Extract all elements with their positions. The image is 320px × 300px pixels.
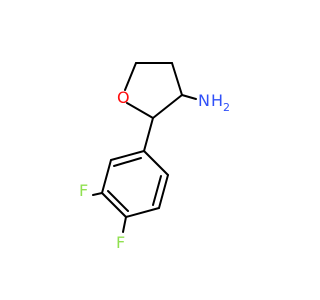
bond-aryl-5-inner bbox=[152, 175, 162, 206]
bond-aryl-4 bbox=[125, 207, 160, 218]
amine-nitrogen-label: N bbox=[198, 91, 210, 110]
bond-aryl-2 bbox=[101, 159, 112, 194]
bond-o-ch2 bbox=[124, 62, 137, 91]
bond-aryl-3-inner bbox=[107, 190, 129, 212]
bond-aryl-1-inner bbox=[113, 157, 142, 167]
bond-c-n bbox=[181, 94, 197, 100]
fluorine-atom-label-2: F bbox=[116, 233, 125, 252]
bond-aryl-1 bbox=[110, 150, 145, 161]
bond-c-f1 bbox=[92, 192, 103, 196]
bond-ch2-chn bbox=[171, 62, 183, 96]
bond-ch-o bbox=[126, 102, 154, 119]
bond-c-f2 bbox=[122, 216, 127, 233]
bond-aryl-5 bbox=[158, 174, 169, 209]
bond-chn-ch bbox=[152, 94, 183, 119]
bond-aryl-3 bbox=[101, 192, 127, 218]
molecule-structure: O N H 2 F F bbox=[79, 62, 230, 252]
amine-hydrogen-count: 2 bbox=[223, 101, 230, 114]
fluorine-atom-label-1: F bbox=[79, 181, 88, 200]
amine-hydrogen-label: H bbox=[211, 91, 223, 110]
bond-ring-aryl bbox=[143, 117, 154, 152]
bond-aryl-6 bbox=[143, 150, 169, 176]
oxygen-atom-label: O bbox=[117, 88, 130, 107]
